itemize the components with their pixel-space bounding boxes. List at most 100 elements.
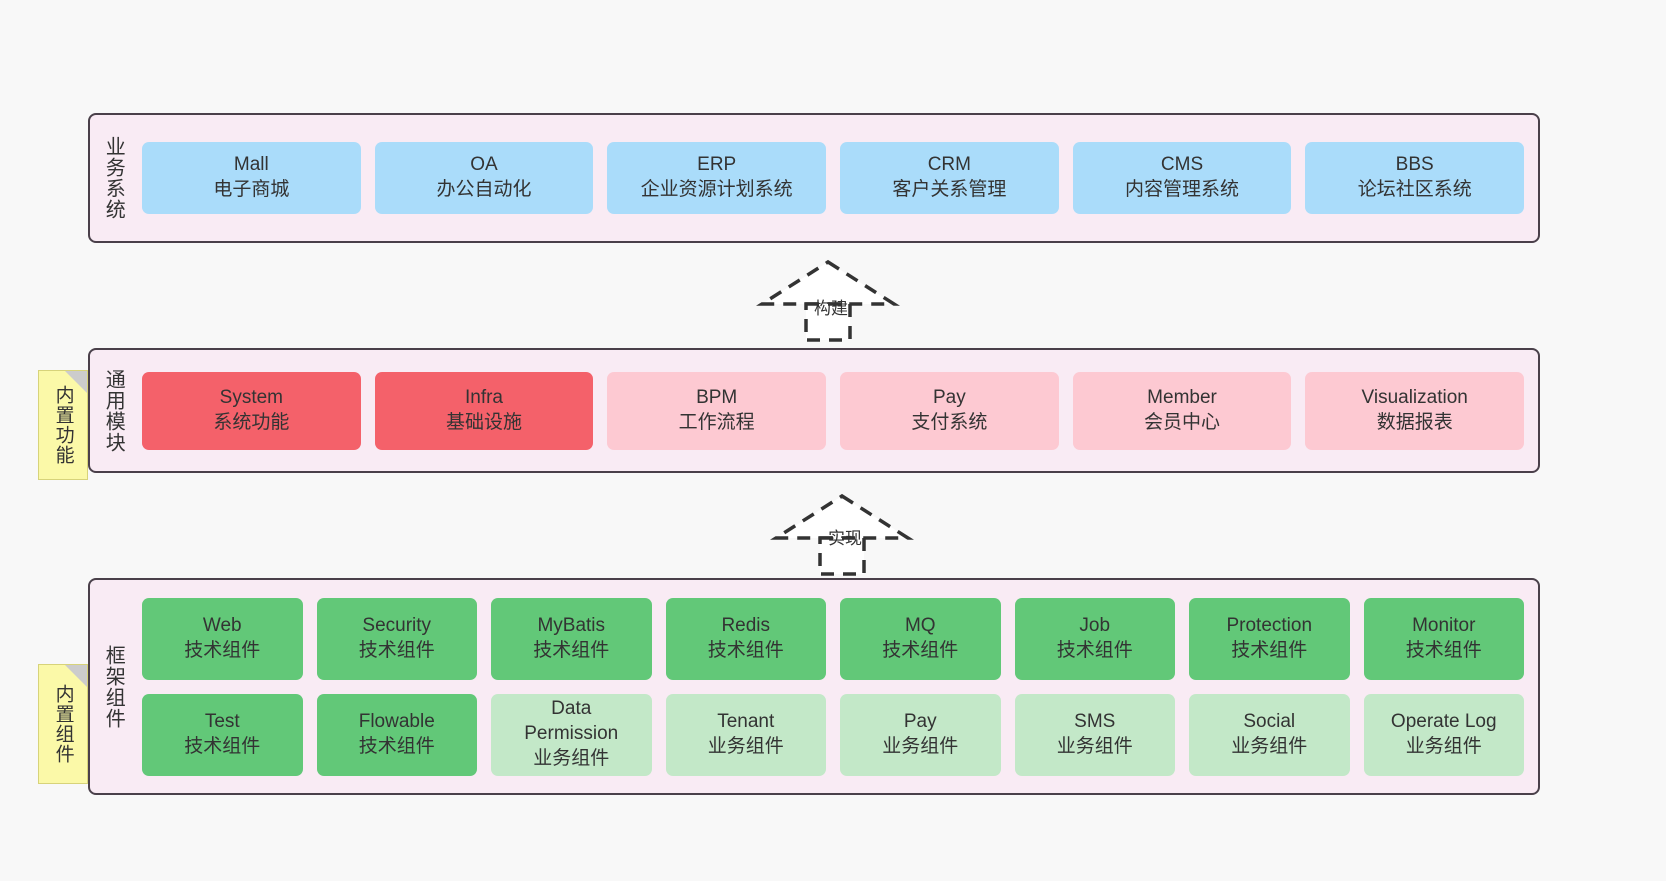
card-security-name: Security — [362, 614, 432, 636]
card-pay-component-desc: 业务组件 — [882, 735, 959, 757]
card-visualization-name: Visualization — [1361, 386, 1468, 408]
card-test-name: Test — [204, 710, 240, 732]
note-builtin-component: 内置组件 — [38, 664, 88, 784]
card-system-name: System — [219, 386, 284, 408]
card-data-permission-desc: 业务组件 — [533, 747, 610, 769]
card-mall-name: Mall — [233, 154, 269, 176]
layer-business-system: 业务系统 Mall 电子商城 OA 办公自动化 ERP 企业资源计划系统 CRM… — [88, 113, 1540, 243]
card-infra-name: Infra — [464, 386, 504, 408]
card-operate-log-desc: 业务组件 — [1405, 735, 1482, 757]
card-oa[interactable]: OA 办公自动化 — [374, 142, 594, 214]
card-bbs[interactable]: BBS 论坛社区系统 — [1305, 142, 1525, 214]
card-job[interactable]: Job 技术组件 — [1014, 597, 1175, 680]
card-security[interactable]: Security 技术组件 — [316, 597, 477, 680]
framework-row-business: Test 技术组件 Flowable 技术组件 Data Permission … — [142, 693, 1524, 776]
card-tenant-name: Tenant — [717, 710, 775, 732]
card-tenant[interactable]: Tenant 业务组件 — [665, 693, 826, 776]
card-cms-desc: 内容管理系统 — [1125, 179, 1240, 200]
card-mybatis-name: MyBatis — [537, 614, 606, 636]
card-redis[interactable]: Redis 技术组件 — [665, 597, 826, 680]
card-sms-name: SMS — [1074, 710, 1116, 732]
card-mall[interactable]: Mall 电子商城 — [142, 142, 361, 214]
card-cms[interactable]: CMS 内容管理系统 — [1072, 142, 1292, 214]
card-system-desc: 系统功能 — [213, 411, 290, 433]
card-web-name: Web — [202, 614, 242, 636]
card-social-name: Social — [1243, 710, 1296, 732]
card-bpm[interactable]: BPM 工作流程 — [607, 371, 827, 450]
card-pay-component-name: Pay — [903, 710, 937, 732]
card-cms-name: CMS — [1160, 154, 1204, 176]
layer-common-module: 通用模块 System 系统功能 Infra 基础设施 BPM 工作流程 Pay… — [88, 348, 1540, 473]
layer-framework-component-title: 框架组件 — [102, 644, 125, 729]
card-mall-desc: 电子商城 — [213, 179, 290, 200]
card-protection-name: Protection — [1226, 614, 1313, 636]
card-data-permission[interactable]: Data Permission 业务组件 — [491, 693, 652, 776]
card-system[interactable]: System 系统功能 — [142, 371, 361, 450]
card-mq-desc: 技术组件 — [882, 639, 959, 661]
card-erp-name: ERP — [697, 154, 737, 176]
card-operate-log[interactable]: Operate Log 业务组件 — [1363, 693, 1524, 776]
card-social[interactable]: Social 业务组件 — [1189, 693, 1350, 776]
card-data-permission-name2: Permission — [524, 723, 619, 745]
card-member-name: Member — [1147, 386, 1217, 408]
layer-business-system-title: 业务系统 — [102, 136, 125, 220]
card-mq-name: MQ — [904, 614, 936, 636]
layer-common-module-title: 通用模块 — [102, 368, 125, 453]
card-job-name: Job — [1079, 614, 1111, 636]
card-infra[interactable]: Infra 基础设施 — [374, 371, 594, 450]
card-pay-module[interactable]: Pay 支付系统 — [840, 371, 1059, 450]
card-social-desc: 业务组件 — [1231, 735, 1308, 757]
card-bpm-name: BPM — [696, 386, 738, 408]
card-crm-desc: 客户关系管理 — [892, 179, 1007, 200]
card-bpm-desc: 工作流程 — [678, 411, 755, 433]
card-job-desc: 技术组件 — [1056, 639, 1133, 661]
card-sms-desc: 业务组件 — [1056, 735, 1133, 757]
card-bbs-name: BBS — [1395, 154, 1434, 176]
card-test-desc: 技术组件 — [184, 735, 261, 757]
note-builtin-function-label: 内置功能 — [52, 385, 74, 465]
layer-business-system-cards: Mall 电子商城 OA 办公自动化 ERP 企业资源计划系统 CRM 客户关系… — [136, 115, 1538, 241]
card-protection-desc: 技术组件 — [1231, 639, 1308, 661]
card-oa-desc: 办公自动化 — [436, 179, 532, 200]
note-builtin-function: 内置功能 — [38, 370, 88, 480]
card-pay-module-name: Pay — [932, 386, 966, 408]
card-erp[interactable]: ERP 企业资源计划系统 — [607, 142, 827, 214]
card-test[interactable]: Test 技术组件 — [142, 693, 303, 776]
card-member-desc: 会员中心 — [1144, 411, 1221, 433]
card-monitor-desc: 技术组件 — [1405, 639, 1482, 661]
card-redis-desc: 技术组件 — [707, 639, 784, 661]
card-security-desc: 技术组件 — [358, 639, 435, 661]
card-pay-component[interactable]: Pay 业务组件 — [840, 693, 1001, 776]
card-pay-module-desc: 支付系统 — [911, 411, 988, 433]
card-tenant-desc: 业务组件 — [707, 735, 784, 757]
card-flowable-name: Flowable — [358, 710, 435, 732]
card-infra-desc: 基础设施 — [446, 411, 523, 433]
framework-row-tech: Web 技术组件 Security 技术组件 MyBatis 技术组件 Redi… — [142, 597, 1524, 680]
layer-common-module-cards: System 系统功能 Infra 基础设施 BPM 工作流程 Pay 支付系统… — [136, 350, 1538, 471]
arrow-build-label: 构建 — [814, 299, 848, 318]
note-builtin-component-label: 内置组件 — [52, 684, 74, 764]
card-visualization-desc: 数据报表 — [1376, 411, 1453, 433]
arrow-realize-label: 实现 — [828, 529, 862, 548]
card-sms[interactable]: SMS 业务组件 — [1014, 693, 1175, 776]
card-data-permission-name: Data — [551, 698, 592, 720]
card-erp-desc: 企业资源计划系统 — [640, 179, 793, 200]
card-crm-name: CRM — [927, 154, 971, 176]
card-protection[interactable]: Protection 技术组件 — [1189, 597, 1350, 680]
card-redis-name: Redis — [721, 614, 771, 636]
card-flowable[interactable]: Flowable 技术组件 — [316, 693, 477, 776]
card-mybatis-desc: 技术组件 — [533, 639, 610, 661]
card-member[interactable]: Member 会员中心 — [1072, 371, 1292, 450]
card-bbs-desc: 论坛社区系统 — [1357, 179, 1472, 200]
card-visualization[interactable]: Visualization 数据报表 — [1305, 371, 1525, 450]
card-web[interactable]: Web 技术组件 — [142, 597, 303, 680]
card-monitor-name: Monitor — [1412, 614, 1476, 636]
card-mq[interactable]: MQ 技术组件 — [840, 597, 1001, 680]
card-monitor[interactable]: Monitor 技术组件 — [1363, 597, 1524, 680]
card-crm[interactable]: CRM 客户关系管理 — [840, 142, 1059, 214]
card-web-desc: 技术组件 — [184, 639, 261, 661]
card-operate-log-name: Operate Log — [1390, 710, 1497, 732]
card-mybatis[interactable]: MyBatis 技术组件 — [491, 597, 652, 680]
layer-framework-component-cards: Web 技术组件 Security 技术组件 MyBatis 技术组件 Redi… — [136, 580, 1538, 793]
